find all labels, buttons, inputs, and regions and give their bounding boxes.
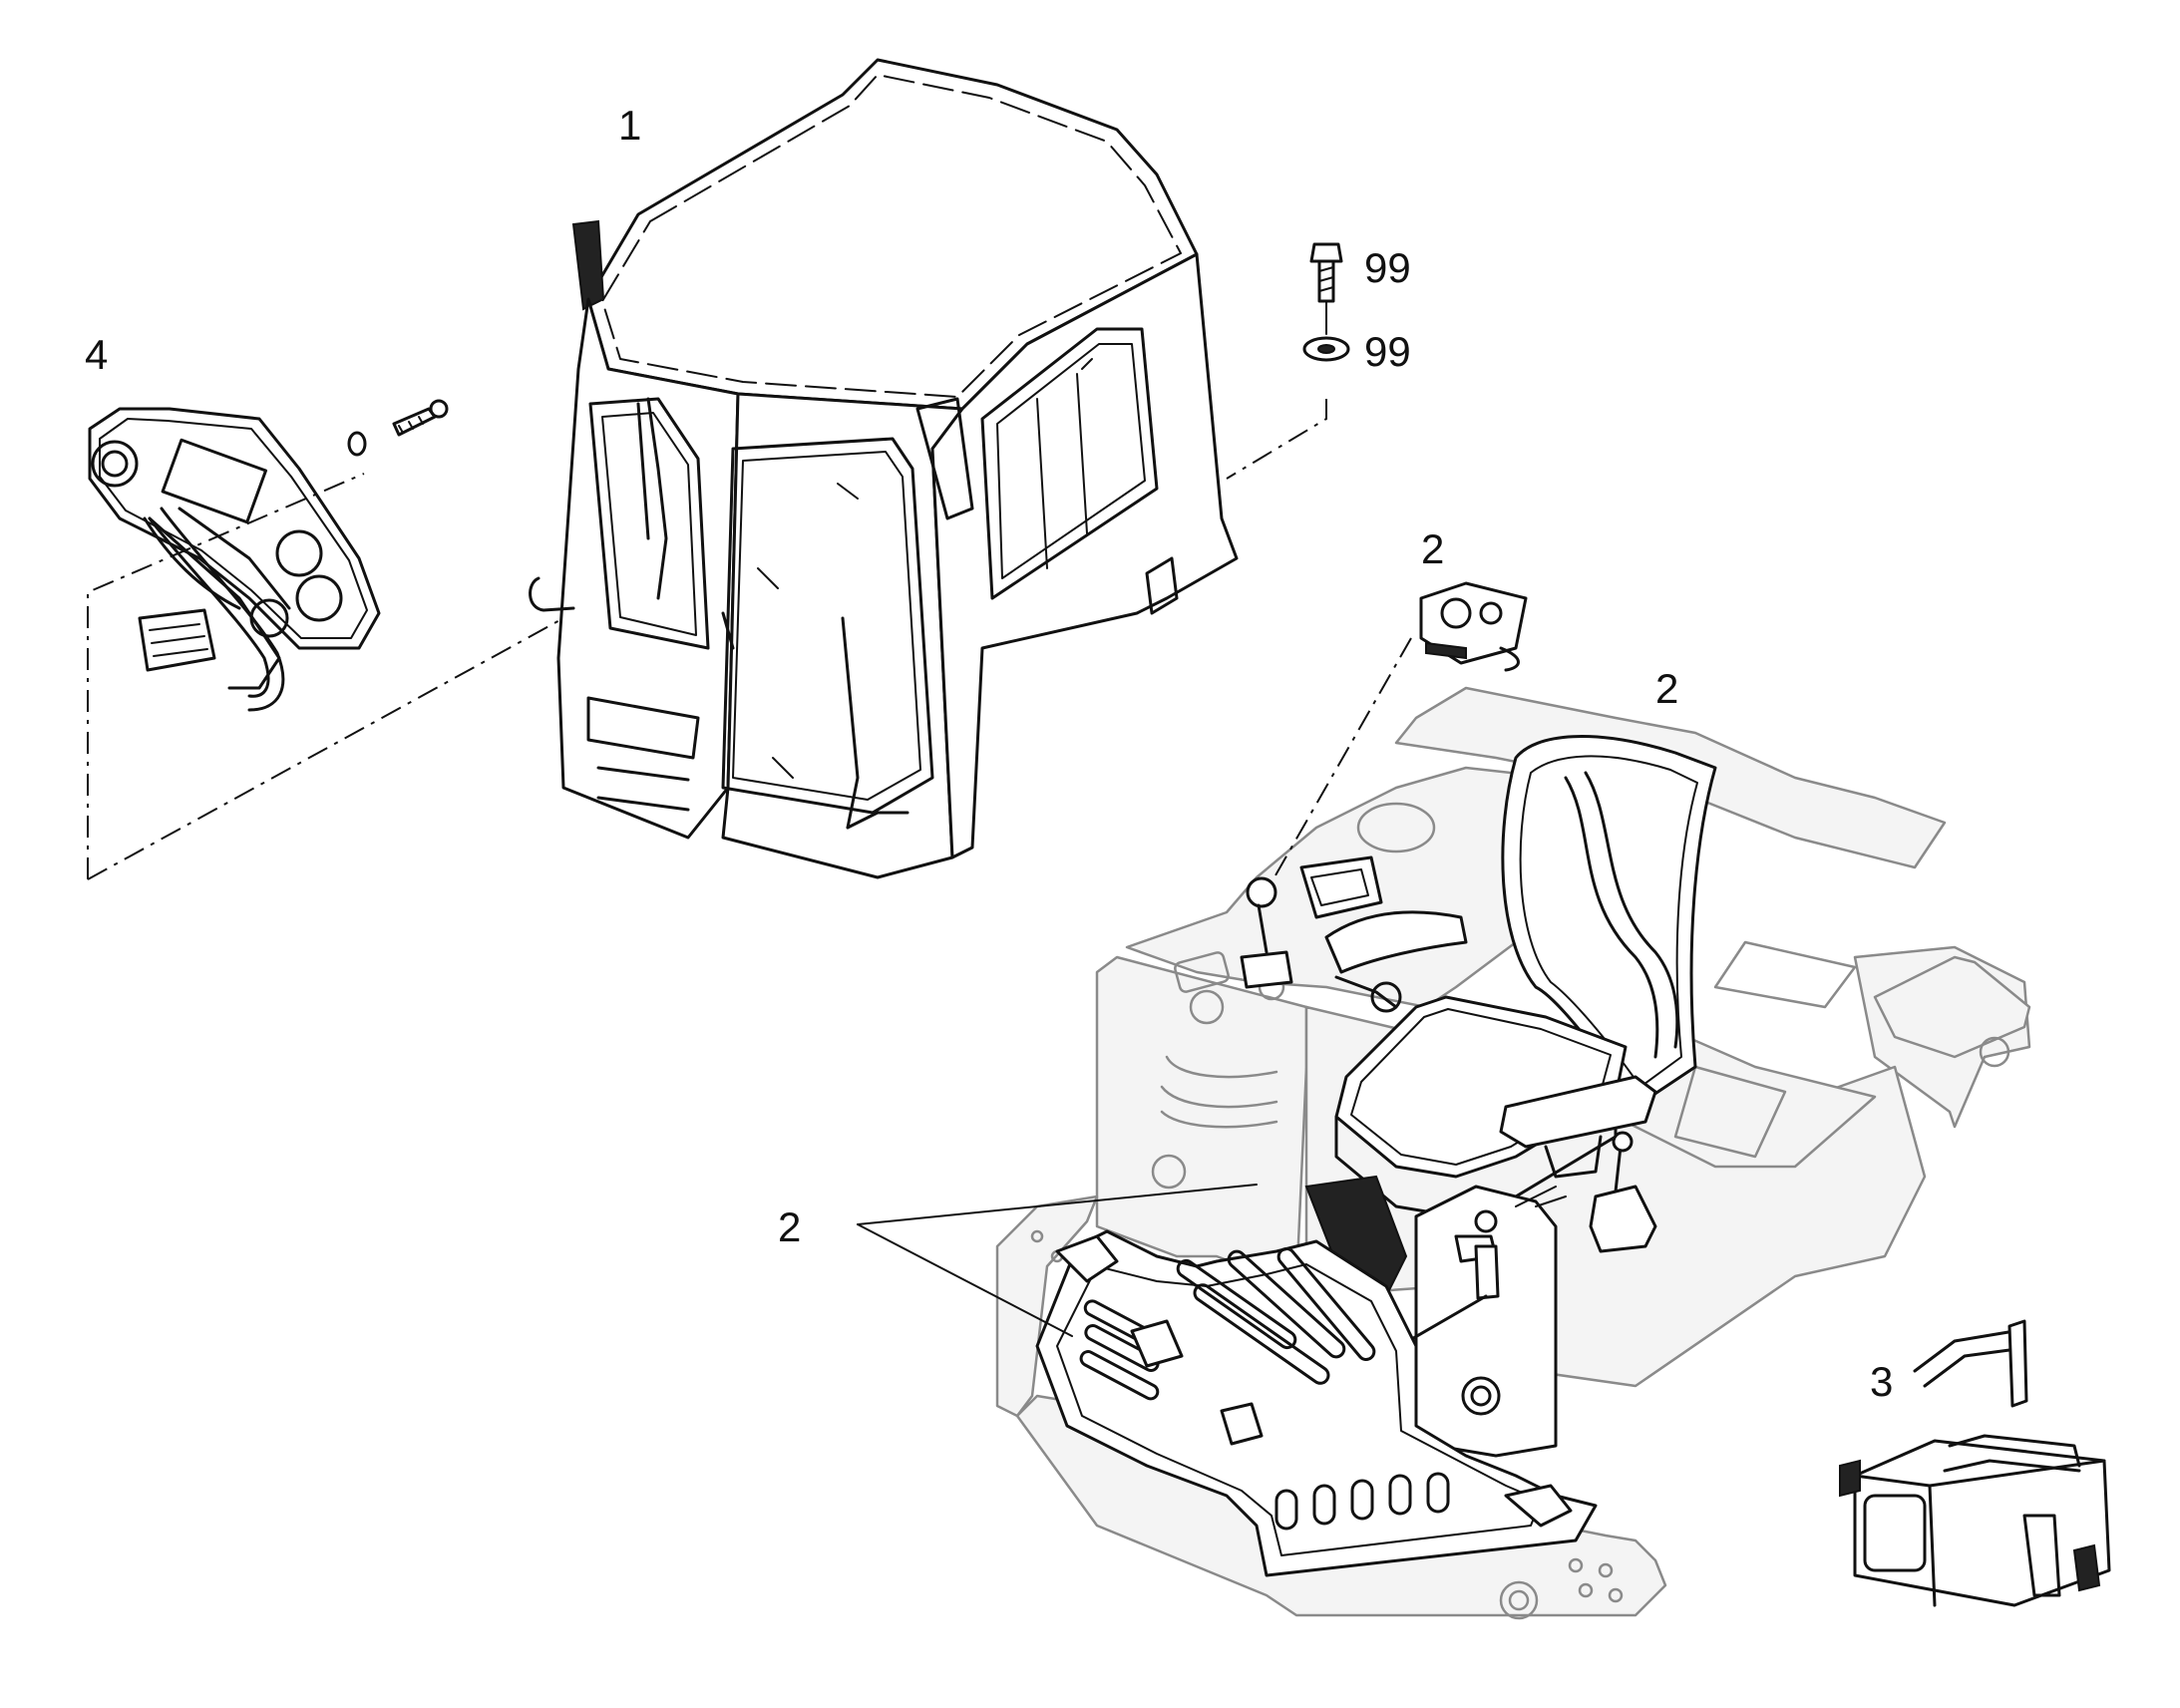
dash-panel-assembly <box>88 399 449 712</box>
heater-box <box>1839 1319 2111 1607</box>
callout-washer-bottom: 99 <box>1364 328 1411 375</box>
callout-control-module: 2 <box>1421 525 1444 572</box>
cab-assembly <box>529 58 1239 879</box>
leader-lines <box>87 399 1412 1337</box>
callout-washer-top: 99 <box>1364 244 1411 291</box>
callout-labels: 1 4 99 99 2 2 2 3 <box>85 102 1893 1405</box>
callout-seat: 2 <box>1655 665 1678 712</box>
control-module <box>1419 581 1528 672</box>
callout-cab: 1 <box>618 102 641 149</box>
bolt-and-washer <box>1302 242 1350 362</box>
floor-plate <box>1035 1229 1598 1577</box>
callout-dash-panel: 4 <box>85 331 108 378</box>
callout-heater-box: 3 <box>1870 1358 1893 1405</box>
floor-slots <box>1079 1247 1450 1531</box>
callout-floor-plate: 2 <box>778 1203 801 1250</box>
